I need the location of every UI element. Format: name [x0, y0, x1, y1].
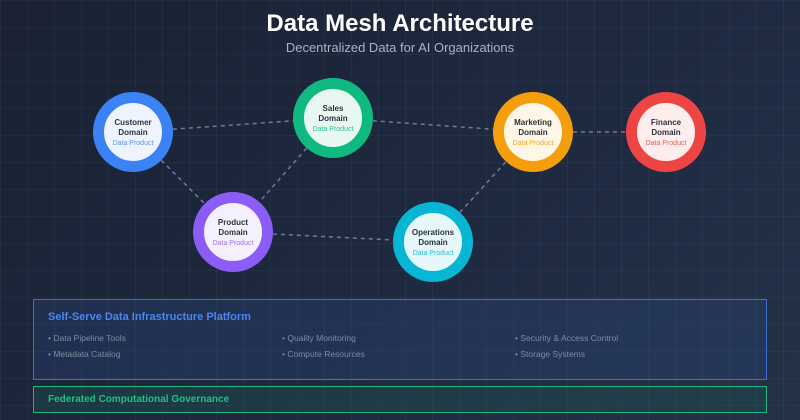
- domain-name: Product: [217, 217, 249, 227]
- domain-label: Domain: [218, 227, 248, 237]
- platform-item-quality: • Quality Monitoring: [282, 333, 356, 343]
- platform-title: Self-Serve Data Infrastructure Platform: [48, 311, 251, 323]
- self-serve-platform-panel: Self-Serve Data Infrastructure Platform …: [33, 299, 767, 380]
- governance-panel: Federated Computational Governance: [33, 386, 767, 413]
- data-product-label: Data Product: [512, 139, 554, 147]
- domain-name: Operations: [411, 227, 455, 237]
- domain-label: Domain: [418, 237, 448, 247]
- page-title: Data Mesh Architecture: [266, 10, 534, 37]
- domain-name: Marketing: [514, 117, 552, 127]
- domain-label: Domain: [651, 127, 681, 137]
- platform-item-compute: • Compute Resources: [282, 349, 365, 359]
- governance-title: Federated Computational Governance: [48, 394, 230, 405]
- data-product-label: Data Product: [312, 125, 354, 133]
- domain-label: Domain: [118, 127, 148, 137]
- data-product-label: Data Product: [212, 239, 254, 247]
- platform-item-pipeline: • Data Pipeline Tools: [48, 333, 126, 343]
- domain-label: Domain: [518, 127, 548, 137]
- domain-name: Customer: [114, 117, 152, 127]
- page-subtitle: Decentralized Data for AI Organizations: [285, 40, 515, 55]
- platform-item-security: • Security & Access Control: [515, 333, 619, 343]
- data-product-label: Data Product: [645, 139, 687, 147]
- domain-name: Finance: [650, 117, 682, 127]
- domain-name: Sales: [322, 103, 344, 113]
- data-product-label: Data Product: [112, 139, 154, 147]
- data-product-label: Data Product: [412, 249, 454, 257]
- domain-label: Domain: [318, 113, 348, 123]
- platform-item-metadata: • Metadata Catalog: [48, 349, 121, 359]
- platform-item-storage: • Storage Systems: [515, 349, 586, 359]
